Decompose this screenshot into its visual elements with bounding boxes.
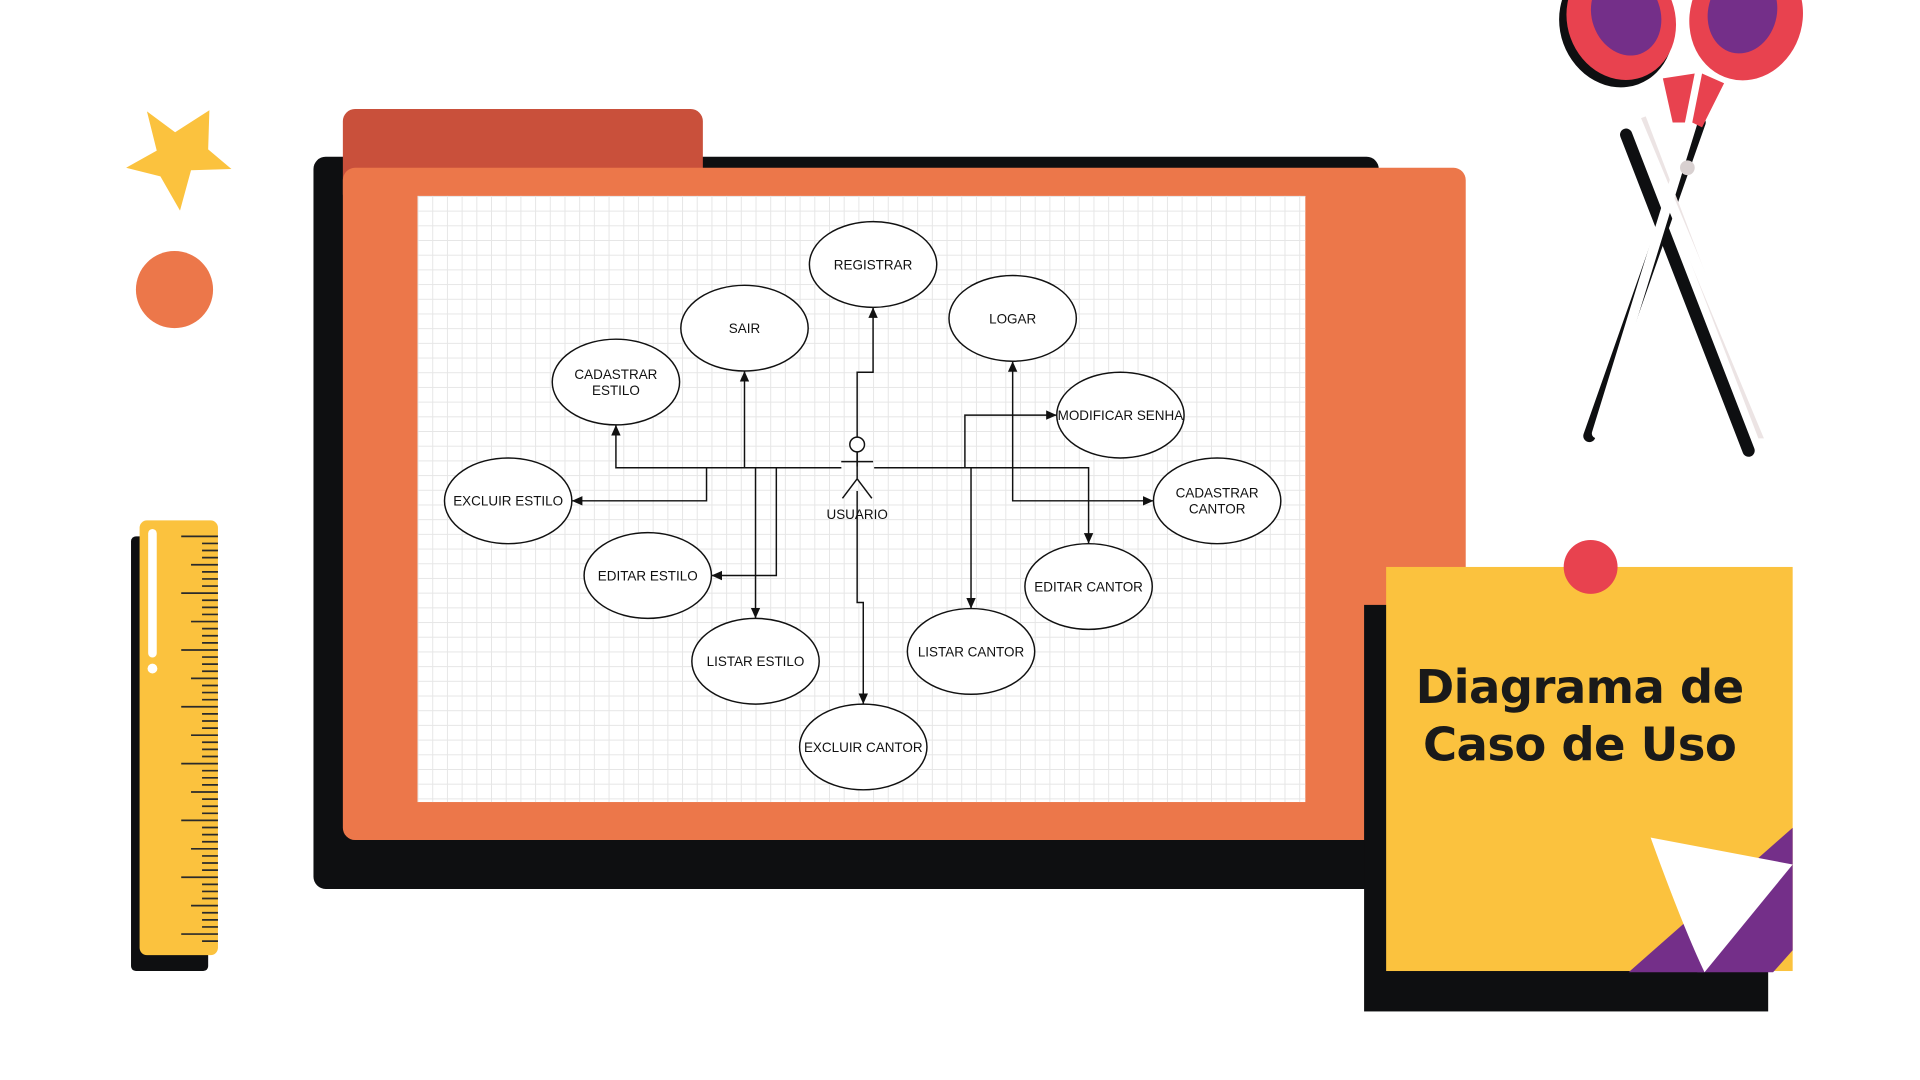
scissors-icon	[1559, 0, 1803, 457]
use-case-listar-cantor: LISTAR CANTOR	[906, 607, 1036, 696]
edge-to-editar-cantor	[964, 467, 1094, 544]
use-case-label: LISTAR CANTOR	[918, 644, 1025, 659]
use-case-label: EXCLUIR ESTILO	[453, 494, 563, 509]
use-case-ellipse	[1024, 542, 1153, 631]
use-case-label: EDITAR ESTILO	[598, 568, 698, 583]
use-case-label: MODIFICAR SENHA	[1058, 408, 1184, 423]
edge-to-excluir-cantor	[856, 491, 868, 705]
edge-to-editar-estilo	[711, 467, 778, 581]
actor-leg-left	[841, 478, 858, 499]
actor-label: USUARIO	[827, 507, 888, 522]
use-case-label: EXCLUIR CANTOR	[804, 740, 923, 755]
pin-icon	[1563, 540, 1618, 594]
circle-icon	[135, 251, 214, 329]
use-case-label: LOGAR	[989, 311, 1036, 326]
use-case-editar-cantor: EDITAR CANTOR	[1024, 542, 1153, 631]
note-title: Diagrama de Caso de Uso	[1386, 659, 1773, 774]
use-case-ellipse	[798, 703, 928, 791]
edge-to-cadastrar-cantor	[1011, 467, 1154, 506]
use-case-label: LISTAR ESTILO	[707, 654, 805, 669]
note-title-line-2: Caso de Uso	[1423, 717, 1737, 772]
use-case-ellipse	[691, 617, 820, 705]
use-case-ellipse	[680, 284, 809, 372]
use-case-label: EDITAR CANTOR	[1034, 579, 1143, 594]
use-case-editar-estilo: EDITAR ESTILO	[583, 531, 713, 620]
note-curl-icon	[1628, 827, 1793, 973]
edge-to-cadastrar-estilo	[611, 424, 842, 469]
use-case-ellipse	[443, 457, 573, 545]
use-case-logar: LOGAR	[948, 274, 1078, 362]
use-case-ellipse	[1056, 371, 1185, 459]
use-case-label: SAIR	[729, 321, 761, 336]
use-case-excluir-estilo: EXCLUIR ESTILO	[443, 457, 573, 545]
use-case-ellipse	[1152, 457, 1282, 545]
use-case-ellipse	[948, 274, 1078, 362]
actor-usuario: USUARIO	[827, 436, 888, 522]
note-title-line-1: Diagrama de	[1415, 660, 1744, 714]
use-case-excluir-cantor: EXCLUIR CANTOR	[798, 703, 928, 791]
star-icon	[126, 110, 232, 211]
use-case-modificar-senha: MODIFICAR SENHA	[1056, 371, 1185, 459]
edge-to-sair	[739, 371, 842, 469]
use-case-ellipse	[551, 338, 681, 426]
use-case-ellipse	[808, 220, 938, 309]
use-case-ellipse	[583, 531, 713, 620]
actor-leg-right	[856, 478, 873, 499]
use-case-ellipse	[906, 607, 1036, 696]
ruler-icon	[131, 520, 218, 972]
use-case-sair: SAIR	[680, 284, 809, 372]
edge-to-modificar-senha	[874, 410, 1057, 469]
use-case-label: REGISTRAR	[834, 257, 913, 272]
actor-head	[849, 436, 866, 453]
use-case-registrar: REGISTRAR	[808, 220, 938, 309]
use-case-listar-estilo: LISTAR ESTILO	[691, 617, 820, 705]
edge-to-excluir-estilo	[571, 467, 745, 506]
edge-to-registrar	[856, 307, 878, 467]
